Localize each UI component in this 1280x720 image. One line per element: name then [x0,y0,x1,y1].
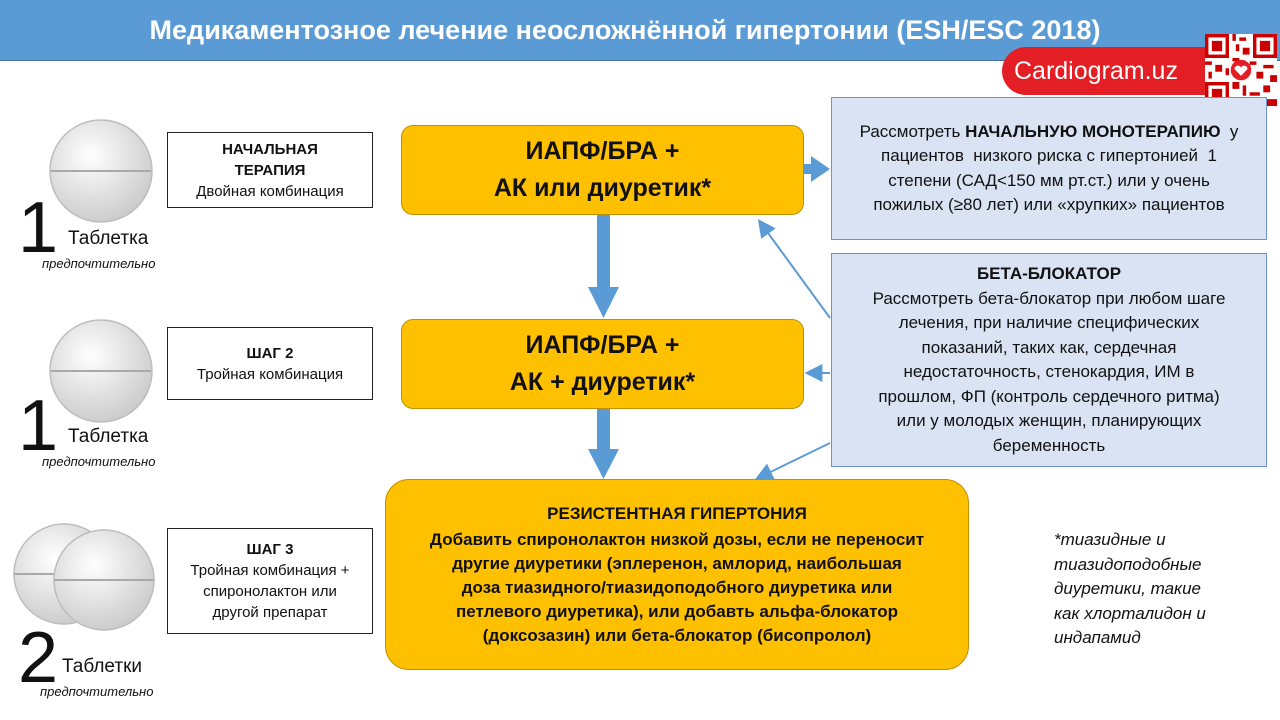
cardiogram-logo[interactable]: Cardiogram.uz [1002,47,1210,95]
step-label-subtitle: Двойная комбинация [196,182,344,200]
therapy-box-resistant: РЕЗИСТЕНТНАЯ ГИПЕРТОНИЯ Добавить спироно… [385,479,969,670]
therapy-line: ИАПФ/БРА + [525,331,680,359]
step-label-subtitle: другой препарат [212,604,328,621]
arrow-step2-to-step3 [588,409,619,479]
footnote-line: диуретики, такие [1054,579,1201,598]
note-line: беременность [992,435,1106,455]
note-line: Рассмотреть НАЧАЛЬНУЮ МОНОТЕРАПИЮ у [832,120,1266,145]
pill-count: 2 [18,618,59,698]
note-line: показаний, таких как, сердечная [921,337,1177,357]
therapy-line: (доксозазин) или бета-блокатор (бисопрол… [482,625,872,645]
therapy-box-initial: ИАПФ/БРА + АК или диуретик* [401,125,804,215]
note-line: прошлом, ФП (контроль сердечного ритма) [878,386,1220,406]
pill-count: 1 [18,188,59,268]
note-prefix: Рассмотреть [859,121,966,141]
two-pills-icon [13,523,155,631]
pill-count: 1 [18,386,59,466]
note-line: степени (САД<150 мм рт.ст.) или у очень [888,170,1210,190]
note-line: пациентов низкого риска с гипертонией 1 [881,146,1217,165]
therapy-line: доза тиазидного/тиазидоподобного диурети… [461,577,893,597]
preferred-note: предпочтительно [40,684,154,699]
note-title: БЕТА-БЛОКАТОР [976,264,1122,283]
footnote-line: как хлорталидон и [1054,603,1206,623]
pill-icon [49,319,153,423]
therapy-line: петлевого диуретика), или добавть альфа-… [456,601,898,621]
therapy-title: РЕЗИСТЕНТНАЯ ГИПЕРТОНИЯ [547,503,807,523]
pill-unit: Таблетки [62,656,142,677]
therapy-line: Добавить спиронолактон низкой дозы, если… [429,529,925,549]
footnote-line: тиазидоподобные [1054,554,1202,574]
step-label-subtitle: Тройная комбинация + [190,562,350,579]
arrow-beta-to-step3 [754,442,831,480]
step-label-title: ШАГ 2 [246,344,294,362]
note-line: Рассмотреть бета-блокатор при любом шаге [872,288,1226,308]
therapy-box-step2: ИАПФ/БРА + АК + диуретик* [401,319,804,409]
step-label-step3: ШАГ 3 Тройная комбинация + спиронолактон… [167,528,373,634]
step-label-title: ШАГ 3 [246,541,294,558]
arrow-step1-to-step2 [588,215,619,318]
note-line: или у молодых женщин, планирующих [896,411,1202,430]
note-line: пожилых (≥80 лет) или «хрупких» пациенто… [873,195,1225,214]
therapy-line: АК + диуретик* [509,368,696,396]
pill-icon [49,119,153,223]
step-label-step2: ШАГ 2 Тройная комбинация [167,327,373,400]
pill-unit: Таблетка [68,426,149,447]
beta-blocker-note: БЕТА-БЛОКАТОР Рассмотреть бета-блокатор … [831,253,1267,467]
pill-unit: Таблетка [68,228,149,249]
page-title: Медикаментозное лечение неосложнённой ги… [149,14,1101,45]
therapy-line: ИАПФ/БРА + [525,137,680,165]
note-suffix: у [1220,121,1239,141]
step-label-initial: НАЧАЛЬНАЯ ТЕРАПИЯ Двойная комбинация [167,132,373,208]
page-title-bar: Медикаментозное лечение неосложнённой ги… [0,0,1280,61]
logo-text: Cardiogram.uz [1014,56,1178,85]
note-line: недостаточность, стенокардия, ИМ в [903,362,1195,381]
arrow-to-monotherapy [803,156,830,182]
note-bold: НАЧАЛЬНУЮ МОНОТЕРАПИЮ [965,121,1221,141]
note-line: лечения, при наличие специфических [898,313,1200,332]
step-label-subtitle: Тройная комбинация [196,365,344,383]
therapy-line: другие диуретики (эплеренон, амлорид, на… [452,553,902,573]
preferred-note: предпочтительно [42,454,156,469]
footnote-line: *тиазидные и [1054,530,1166,549]
preferred-note: предпочтительно [42,256,156,271]
footnote: *тиазидные и тиазидоподобные диуретики, … [1054,528,1274,651]
step-label-subtitle: спиронолактон или [203,583,337,600]
therapy-line: АК или диуретик* [493,174,712,202]
monotherapy-note: Рассмотреть НАЧАЛЬНУЮ МОНОТЕРАПИЮ у паци… [831,97,1267,240]
arrow-beta-to-step1 [757,219,831,319]
step-label-title: НАЧАЛЬНАЯ ТЕРАПИЯ [222,140,318,179]
footnote-line: индапамид [1054,628,1141,647]
